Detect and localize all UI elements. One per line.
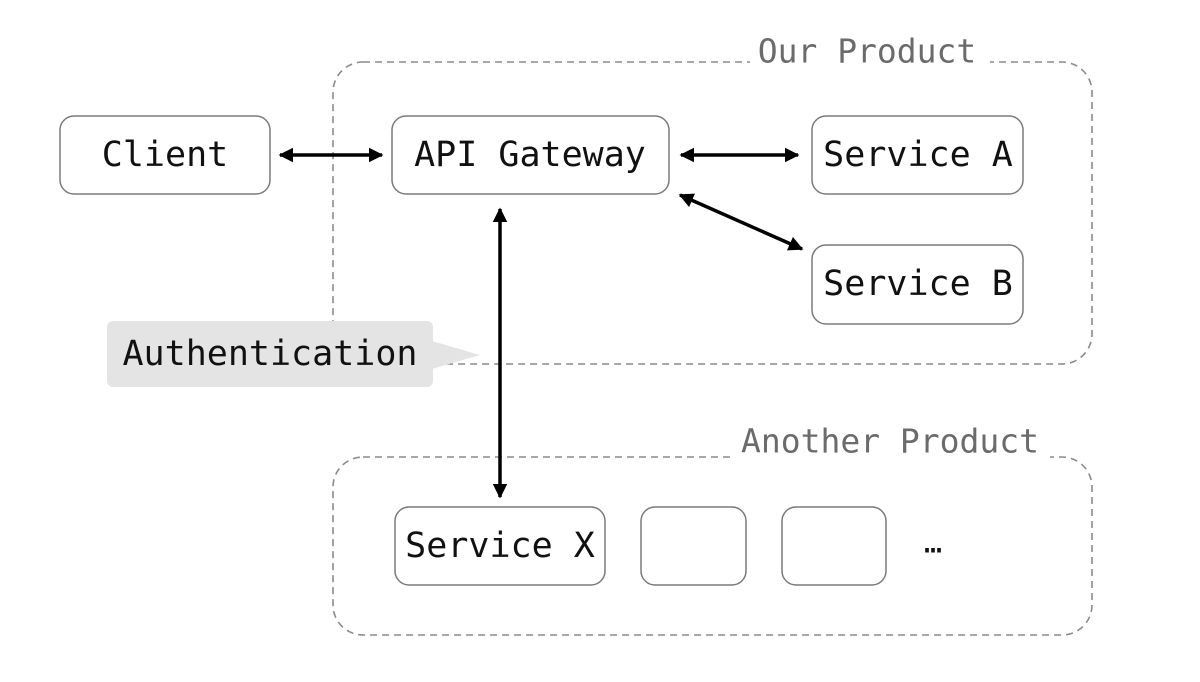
blank-service-box-1 [640, 506, 747, 586]
another-product-label-mask [732, 422, 1050, 468]
node-api-gateway[interactable]: API Gateway [391, 115, 670, 195]
client-box [59, 115, 271, 195]
node-service-x[interactable]: Service X [394, 506, 606, 586]
more-services-ellipsis: … [924, 526, 942, 561]
callout-pointer [432, 341, 480, 369]
api-gateway-label: API Gateway [414, 135, 646, 175]
node-blank-1[interactable] [640, 506, 747, 586]
edge-gateway-service-b [678, 193, 804, 251]
api-gateway-box [391, 115, 670, 195]
another-product-frame [332, 456, 1093, 636]
node-blank-2[interactable] [781, 506, 887, 586]
service-x-label: Service X [405, 526, 595, 566]
our-product-label: Our Product [758, 32, 977, 71]
blank-service-box-2 [781, 506, 887, 586]
another-product-group: Another Product [332, 422, 1093, 636]
our-product-label-mask [750, 36, 990, 82]
node-service-b[interactable]: Service B [811, 244, 1024, 325]
service-b-label: Service B [823, 264, 1013, 304]
authentication-callout: Authentication [107, 321, 480, 387]
our-product-frame [332, 61, 1093, 365]
service-a-label: Service A [823, 135, 1013, 175]
service-x-box [394, 506, 606, 586]
our-product-group: Our Product [332, 32, 1093, 365]
authentication-label: Authentication [122, 334, 417, 374]
client-label: Client [102, 135, 228, 175]
node-service-a[interactable]: Service A [811, 115, 1024, 195]
node-client[interactable]: Client [59, 115, 271, 195]
another-product-label: Another Product [741, 422, 1039, 461]
edges [278, 147, 804, 499]
service-a-box [811, 115, 1024, 195]
callout-background [107, 321, 433, 387]
service-b-box [811, 244, 1024, 325]
